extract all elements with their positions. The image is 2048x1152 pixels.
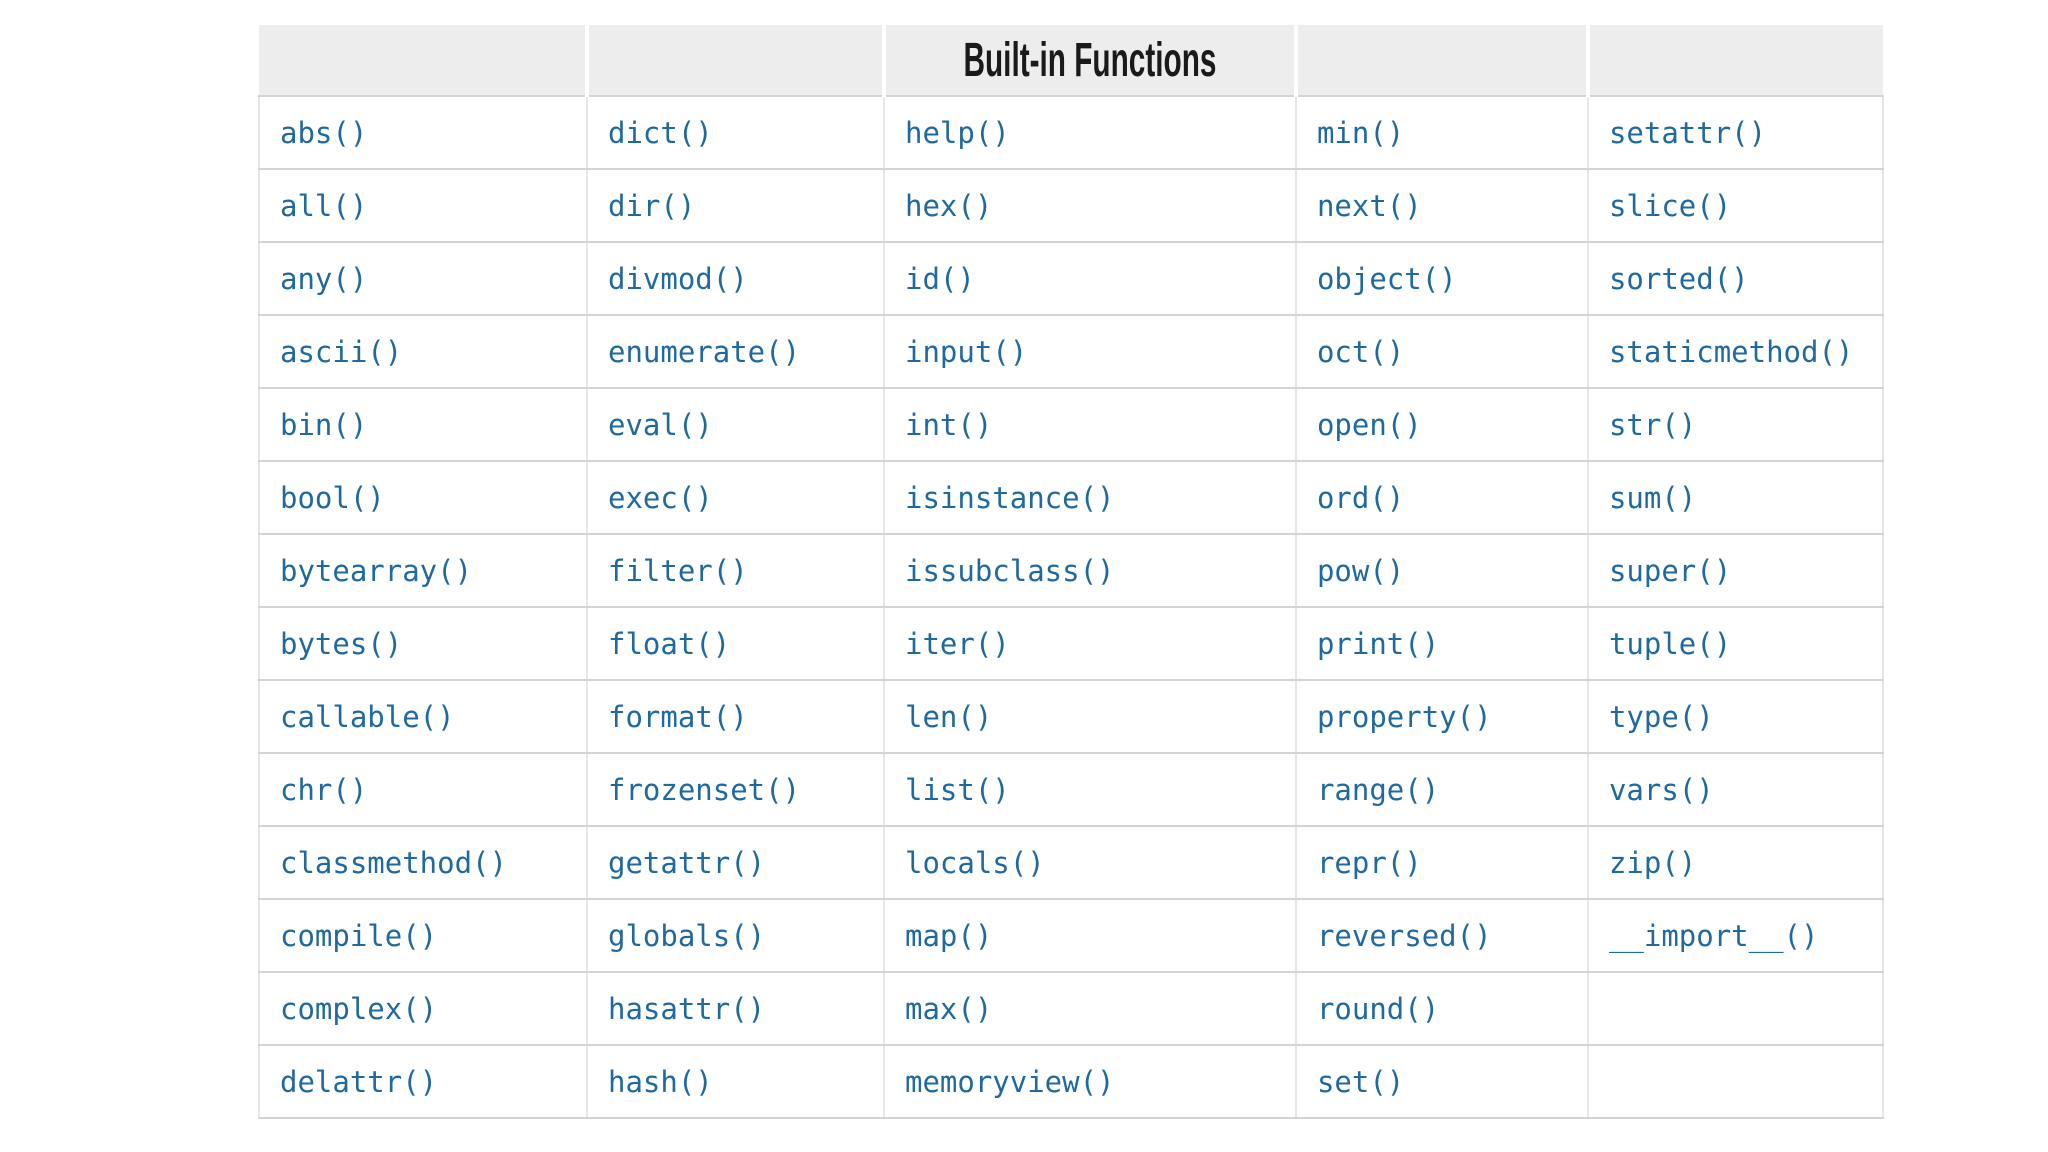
- function-link[interactable]: input(): [883, 314, 1297, 389]
- function-link[interactable]: ord(): [1294, 460, 1589, 535]
- function-link[interactable]: ascii(): [258, 314, 588, 389]
- function-link[interactable]: sum(): [1586, 460, 1884, 535]
- function-link[interactable]: str(): [1586, 387, 1884, 462]
- function-link[interactable]: dir(): [586, 168, 885, 243]
- table-row: compile()globals()map()reversed()__impor…: [258, 898, 1884, 973]
- header-cell-title: Built-in Functions: [882, 25, 1296, 97]
- function-link[interactable]: getattr(): [586, 825, 885, 900]
- function-link[interactable]: iter(): [883, 606, 1297, 681]
- table-row: bin()eval()int()open()str(): [258, 387, 1884, 462]
- header-cell-empty: [1585, 25, 1883, 97]
- function-link[interactable]: complex(): [258, 971, 588, 1046]
- function-link[interactable]: list(): [883, 752, 1297, 827]
- function-link[interactable]: int(): [883, 387, 1297, 462]
- function-link[interactable]: print(): [1294, 606, 1589, 681]
- function-link[interactable]: enumerate(): [586, 314, 885, 389]
- function-link[interactable]: range(): [1294, 752, 1589, 827]
- function-link[interactable]: id(): [883, 241, 1297, 316]
- function-link[interactable]: locals(): [883, 825, 1297, 900]
- function-link[interactable]: issubclass(): [883, 533, 1297, 608]
- table-row: delattr()hash()memoryview()set(): [258, 1044, 1884, 1119]
- function-link[interactable]: callable(): [258, 679, 588, 754]
- function-link[interactable]: format(): [586, 679, 885, 754]
- function-link[interactable]: delattr(): [258, 1044, 588, 1119]
- function-link[interactable]: tuple(): [1586, 606, 1884, 681]
- function-link[interactable]: globals(): [586, 898, 885, 973]
- builtin-functions-table: Built-in Functions abs()dict()help()min(…: [258, 25, 1884, 1119]
- function-link[interactable]: property(): [1294, 679, 1589, 754]
- function-link[interactable]: min(): [1294, 95, 1589, 170]
- function-link[interactable]: any(): [258, 241, 588, 316]
- function-link[interactable]: map(): [883, 898, 1297, 973]
- function-link[interactable]: bytes(): [258, 606, 588, 681]
- header-cell-empty: [1293, 25, 1588, 97]
- function-link[interactable]: frozenset(): [586, 752, 885, 827]
- function-link[interactable]: eval(): [586, 387, 885, 462]
- table-row: complex()hasattr()max()round(): [258, 971, 1884, 1046]
- function-link[interactable]: super(): [1586, 533, 1884, 608]
- table-row: bytes()float()iter()print()tuple(): [258, 606, 1884, 681]
- function-link[interactable]: hex(): [883, 168, 1297, 243]
- function-link[interactable]: object(): [1294, 241, 1589, 316]
- function-link[interactable]: bin(): [258, 387, 588, 462]
- function-link[interactable]: classmethod(): [258, 825, 588, 900]
- function-link[interactable]: abs(): [258, 95, 588, 170]
- function-link[interactable]: vars(): [1586, 752, 1884, 827]
- function-link[interactable]: pow(): [1294, 533, 1589, 608]
- function-link[interactable]: filter(): [586, 533, 885, 608]
- function-link[interactable]: round(): [1294, 971, 1589, 1046]
- function-link[interactable]: hasattr(): [586, 971, 885, 1046]
- table-header: Built-in Functions: [259, 25, 1883, 97]
- function-link[interactable]: all(): [258, 168, 588, 243]
- table-row: any()divmod()id()object()sorted(): [258, 241, 1884, 316]
- function-link[interactable]: help(): [883, 95, 1297, 170]
- function-link[interactable]: __import__(): [1586, 898, 1884, 973]
- function-link[interactable]: repr(): [1294, 825, 1589, 900]
- table-row: chr()frozenset()list()range()vars(): [258, 752, 1884, 827]
- header-cell-empty: [259, 25, 587, 97]
- function-link[interactable]: chr(): [258, 752, 588, 827]
- function-link[interactable]: setattr(): [1586, 95, 1884, 170]
- table-row: classmethod()getattr()locals()repr()zip(…: [258, 825, 1884, 900]
- function-link[interactable]: bool(): [258, 460, 588, 535]
- function-link[interactable]: sorted(): [1586, 241, 1884, 316]
- function-link[interactable]: next(): [1294, 168, 1589, 243]
- function-link[interactable]: slice(): [1586, 168, 1884, 243]
- function-link[interactable]: memoryview(): [883, 1044, 1297, 1119]
- table-row: ascii()enumerate()input()oct()staticmeth…: [258, 314, 1884, 389]
- function-link[interactable]: type(): [1586, 679, 1884, 754]
- table-row: all()dir()hex()next()slice(): [258, 168, 1884, 243]
- table-row: bool()exec()isinstance()ord()sum(): [258, 460, 1884, 535]
- empty-cell: [1586, 1044, 1884, 1119]
- function-link[interactable]: set(): [1294, 1044, 1589, 1119]
- table-title: Built-in Functions: [963, 33, 1217, 87]
- function-link[interactable]: bytearray(): [258, 533, 588, 608]
- function-link[interactable]: reversed(): [1294, 898, 1589, 973]
- function-link[interactable]: zip(): [1586, 825, 1884, 900]
- function-link[interactable]: hash(): [586, 1044, 885, 1119]
- table-row: callable()format()len()property()type(): [258, 679, 1884, 754]
- function-link[interactable]: staticmethod(): [1586, 314, 1884, 389]
- builtin-functions-section: Built-in Functions abs()dict()help()min(…: [258, 25, 1884, 1119]
- function-link[interactable]: dict(): [586, 95, 885, 170]
- table-body: abs()dict()help()min()setattr()all()dir(…: [258, 95, 1884, 1119]
- function-link[interactable]: divmod(): [586, 241, 885, 316]
- table-row: abs()dict()help()min()setattr(): [258, 95, 1884, 170]
- header-cell-empty: [585, 25, 884, 97]
- header-row: Built-in Functions: [259, 25, 1883, 97]
- function-link[interactable]: float(): [586, 606, 885, 681]
- function-link[interactable]: isinstance(): [883, 460, 1297, 535]
- empty-cell: [1586, 971, 1884, 1046]
- table-row: bytearray()filter()issubclass()pow()supe…: [258, 533, 1884, 608]
- function-link[interactable]: oct(): [1294, 314, 1589, 389]
- function-link[interactable]: len(): [883, 679, 1297, 754]
- function-link[interactable]: max(): [883, 971, 1297, 1046]
- function-link[interactable]: compile(): [258, 898, 588, 973]
- function-link[interactable]: open(): [1294, 387, 1589, 462]
- function-link[interactable]: exec(): [586, 460, 885, 535]
